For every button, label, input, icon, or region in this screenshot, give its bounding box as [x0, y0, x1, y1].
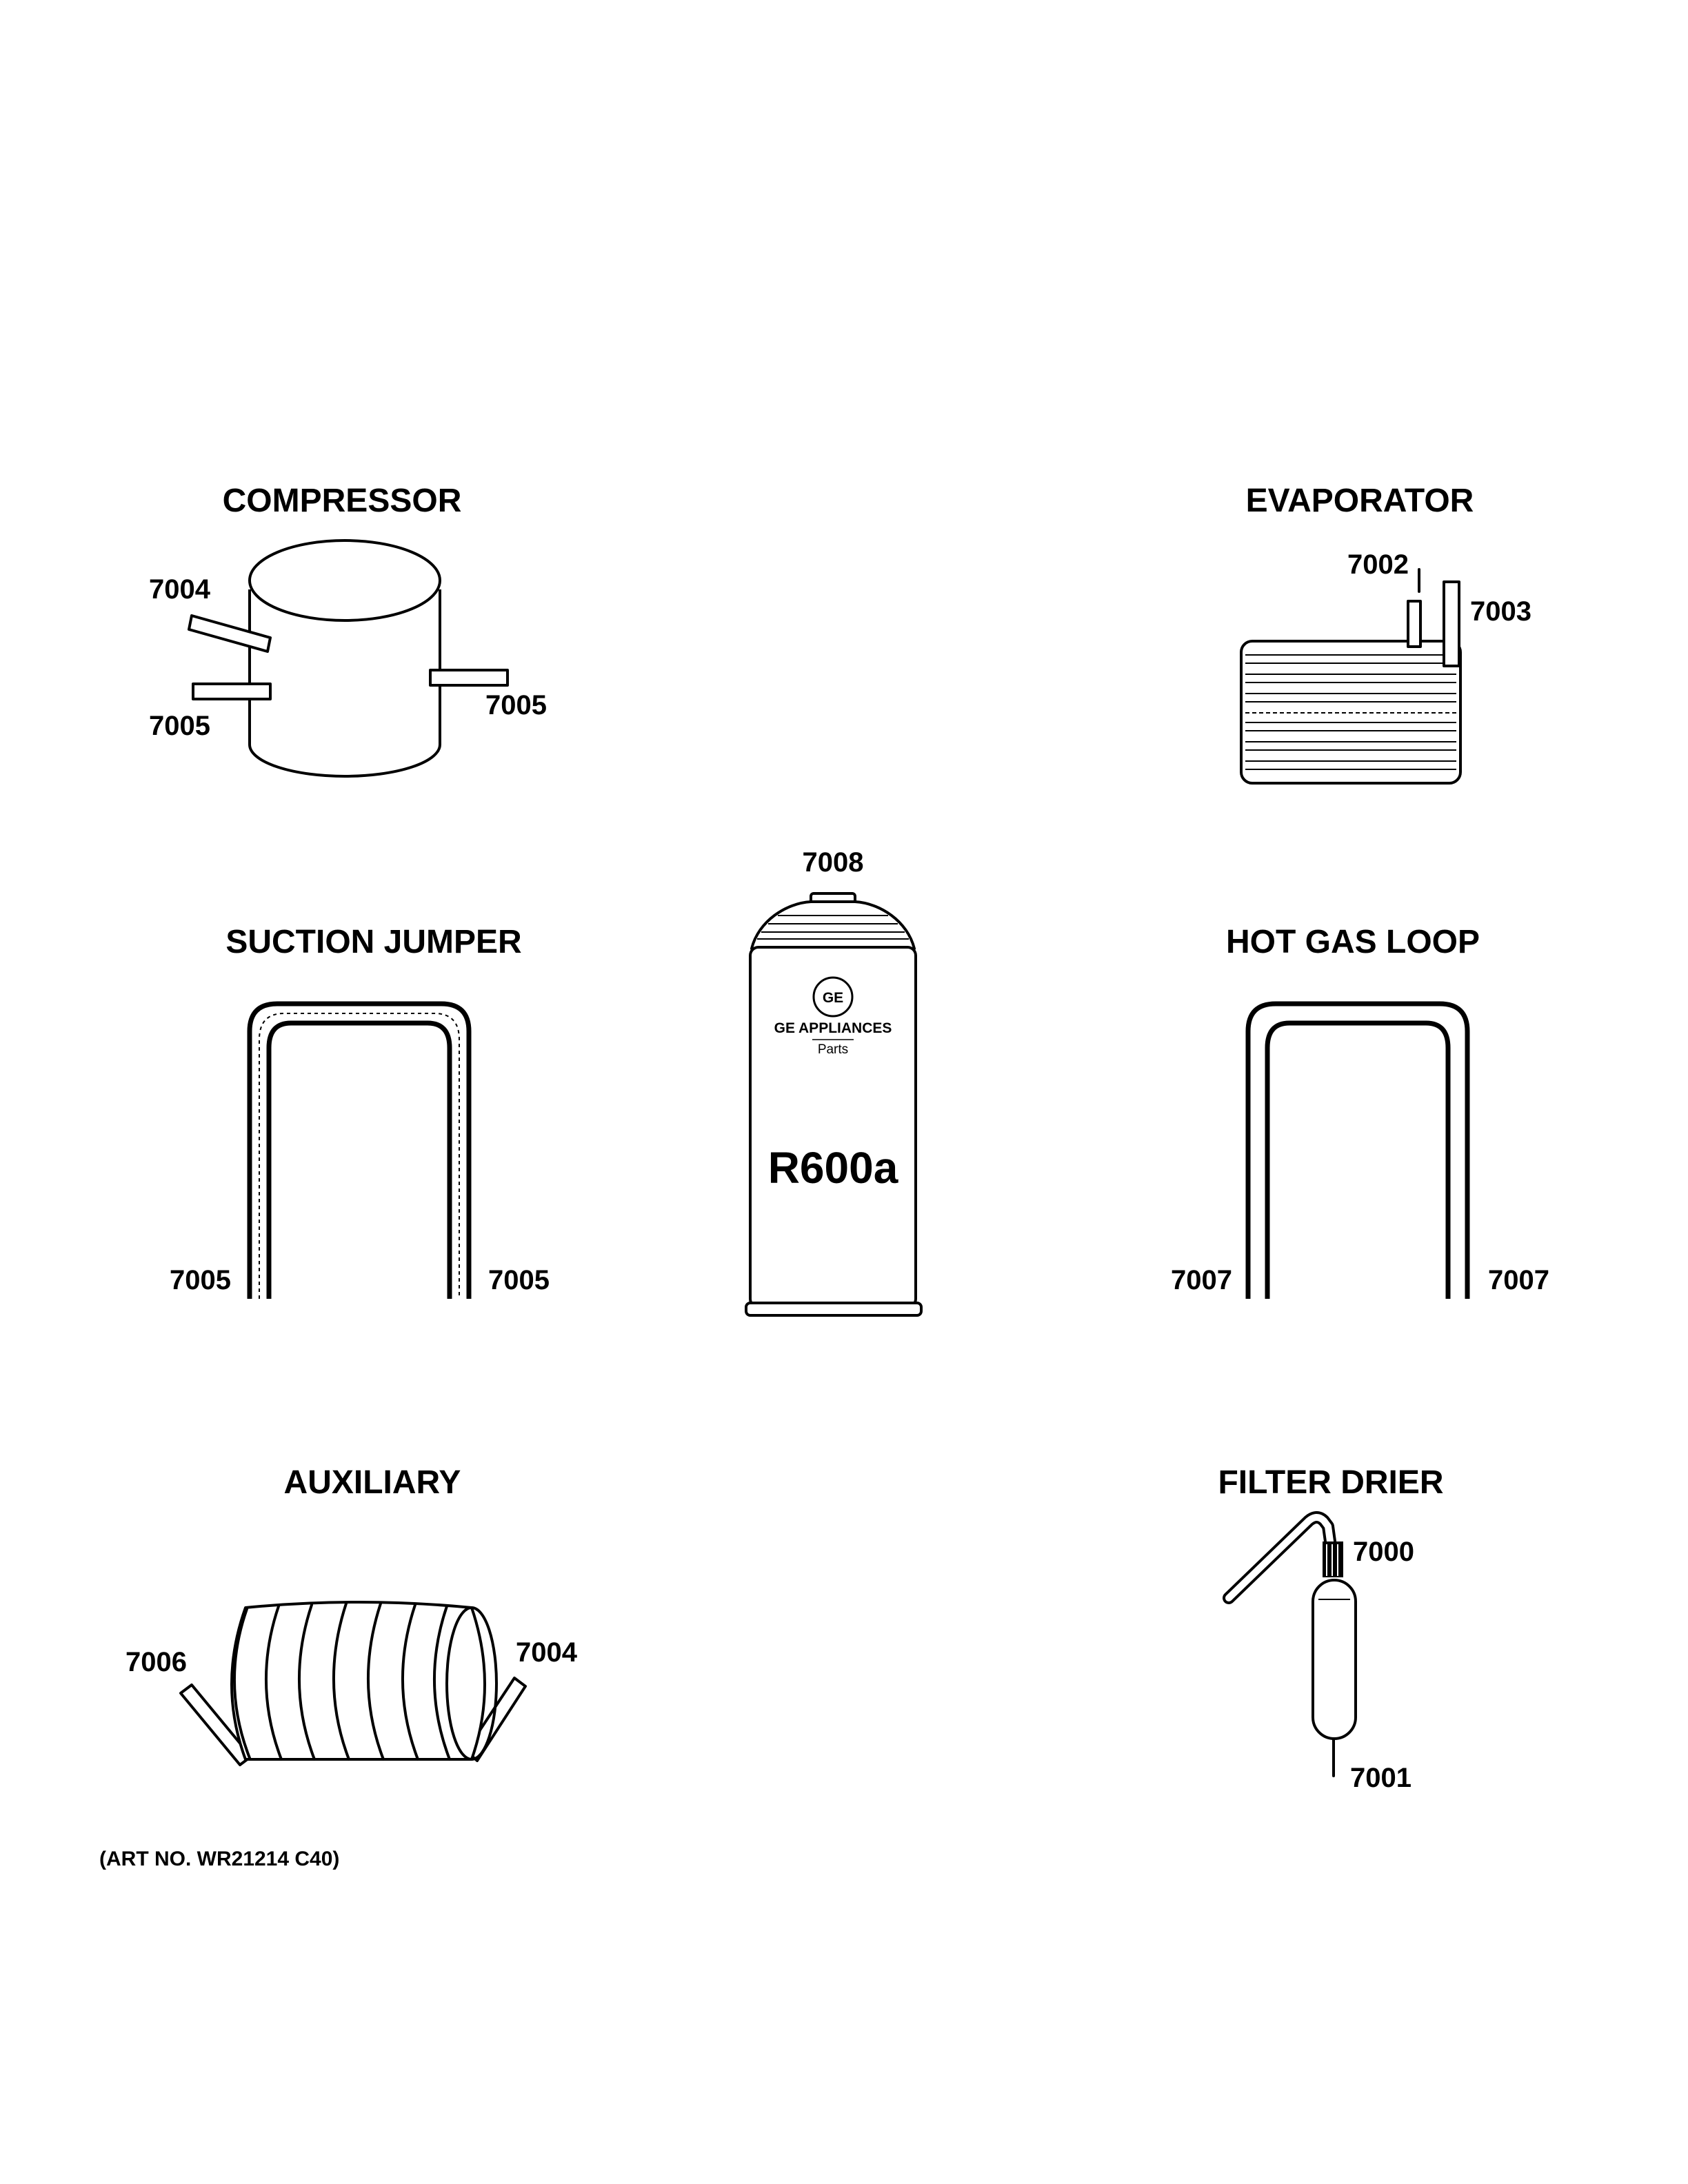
- hot-gas-loop-label-7007-right: 7007: [1488, 1265, 1549, 1295]
- filter-drier-title: FILTER DRIER: [1218, 1464, 1443, 1501]
- auxiliary-label-7006: 7006: [125, 1647, 187, 1677]
- auxiliary-title: AUXILIARY: [284, 1464, 461, 1501]
- auxiliary-drawing: [179, 1601, 527, 1766]
- compressor-label-7005-left: 7005: [149, 711, 210, 741]
- compressor-drawing: [188, 539, 509, 778]
- hot-gas-loop-group: HOT GAS LOOP 7007 7007: [1171, 924, 1549, 1299]
- evaporator-label-7002: 7002: [1347, 549, 1409, 580]
- hot-gas-loop-drawing: [1245, 1001, 1470, 1299]
- refrigerant-type-text: R600a: [768, 1143, 898, 1193]
- refrigerant-can-drawing: GE GE APPLIANCES Parts R600a: [745, 892, 923, 1317]
- auxiliary-group: AUXILIARY 7006 7004: [125, 1464, 578, 1766]
- suction-jumper-drawing: [247, 1001, 472, 1299]
- auxiliary-label-7004: 7004: [516, 1637, 578, 1668]
- evaporator-label-7003: 7003: [1470, 596, 1531, 627]
- evaporator-drawing: [1240, 568, 1462, 785]
- hot-gas-loop-title: HOT GAS LOOP: [1226, 924, 1480, 960]
- svg-text:GE: GE: [823, 990, 843, 1006]
- compressor-group: COMPRESSOR 7004 7005 7005: [149, 483, 547, 778]
- brand-sub-text: Parts: [818, 1042, 848, 1057]
- compressor-label-7005-right: 7005: [485, 690, 547, 720]
- evaporator-group: EVAPORATOR 7002 7003: [1240, 483, 1531, 785]
- hot-gas-loop-label-7007-left: 7007: [1171, 1265, 1232, 1295]
- suction-jumper-label-7005-right: 7005: [488, 1265, 550, 1295]
- suction-jumper-label-7005-left: 7005: [170, 1265, 231, 1295]
- refrigerant-can-group: 7008 GE GE APPLIANCES Parts R600a: [745, 847, 923, 1317]
- art-number: (ART NO. WR21214 C40): [99, 1848, 339, 1870]
- suction-jumper-title: SUCTION JUMPER: [225, 924, 521, 960]
- filter-drier-drawing: [1223, 1511, 1357, 1777]
- refrigerant-can-label-7008: 7008: [803, 847, 864, 878]
- filter-drier-label-7000: 7000: [1353, 1537, 1414, 1567]
- compressor-label-7004: 7004: [149, 574, 211, 605]
- evaporator-title: EVAPORATOR: [1246, 483, 1474, 519]
- filter-drier-group: FILTER DRIER 7000 7001: [1218, 1464, 1443, 1793]
- ge-logo-icon: GE: [812, 976, 854, 1018]
- suction-jumper-group: SUCTION JUMPER 7005 7005: [170, 924, 550, 1299]
- compressor-title: COMPRESSOR: [223, 483, 462, 519]
- filter-drier-label-7001: 7001: [1350, 1763, 1411, 1793]
- brand-text: GE APPLIANCES: [774, 1020, 892, 1036]
